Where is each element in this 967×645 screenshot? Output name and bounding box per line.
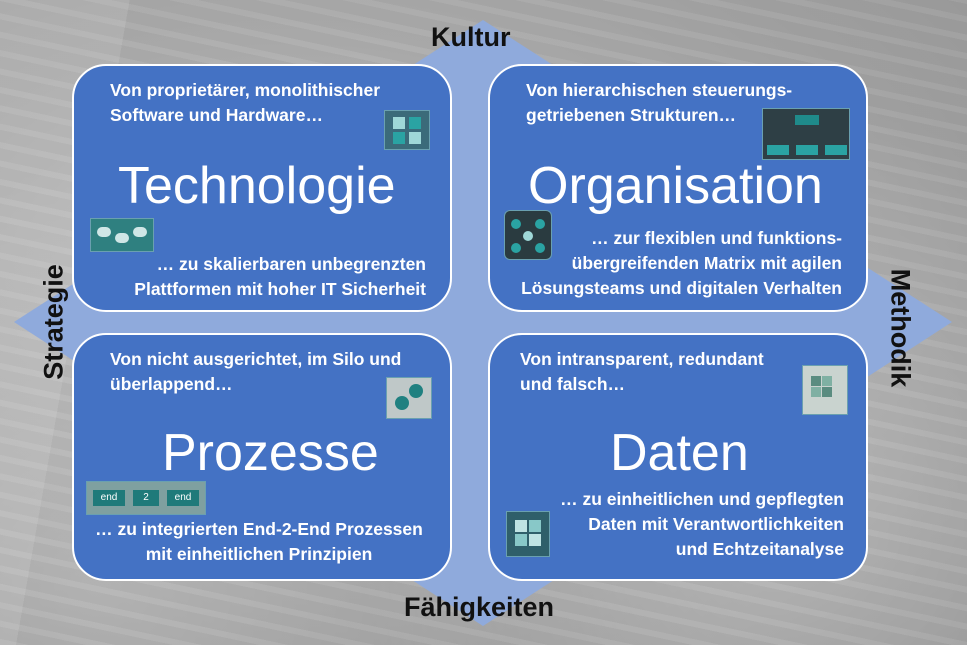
daten-from-text: Von intransparent, redundant und falsch… <box>520 347 764 397</box>
technologie-to-line-2: Plattformen mit hoher IT Sicherheit <box>134 279 426 299</box>
prozesse-from-text: Von nicht ausgerichtet, im Silo und über… <box>110 347 401 397</box>
prozesse-from-line-1: Von nicht ausgerichtet, im Silo und <box>110 349 402 369</box>
quadrant-prozesse: Von nicht ausgerichtet, im Silo und über… <box>72 333 452 581</box>
technologie-from-text: Von proprietärer, monolithischer Softwar… <box>110 78 380 128</box>
quadrant-daten: Von intransparent, redundant und falsch…… <box>488 333 868 581</box>
organisation-to-line-3: Lösungsteams und digitalen Verhalten <box>521 278 842 298</box>
prozesse-to-line-1: … zu integrierten End-2-End Prozessen <box>95 519 423 539</box>
daten-to-text: … zu einheitlichen und gepflegten Daten … <box>530 487 844 562</box>
daten-from-line-2: und falsch… <box>520 374 626 394</box>
quadrant-technologie: Von proprietärer, monolithischer Softwar… <box>72 64 452 312</box>
organisation-to-text: … zur flexiblen und funktions- übergreif… <box>502 226 842 301</box>
flow-step-2: 2 <box>133 490 159 506</box>
organisation-to-line-2: übergreifenden Matrix mit agilen <box>571 253 842 273</box>
technologie-to-text: … zu skalierbaren unbegrenzten Plattform… <box>122 252 426 302</box>
team-network-icon <box>504 210 552 260</box>
daten-from-line-1: Von intransparent, redundant <box>520 349 764 369</box>
end-2-end-flow-icon: end 2 end <box>86 481 206 515</box>
technologie-title: Technologie <box>118 157 396 215</box>
data-cube-icon <box>802 365 848 415</box>
daten-to-line-3: und Echtzeitanalyse <box>675 539 844 559</box>
cloud-platform-icon <box>90 218 154 252</box>
organisation-from-line-2: getriebenen Strukturen… <box>526 105 737 125</box>
org-chart-icon <box>762 108 850 160</box>
daten-to-line-2: Daten mit Verantwortlichkeiten <box>588 514 844 534</box>
hardware-chip-icon <box>384 110 430 150</box>
technologie-from-line-2: Software und Hardware… <box>110 105 323 125</box>
organisation-from-text: Von hierarchischen steuerungs- getrieben… <box>526 78 792 128</box>
quadrant-organisation: Von hierarchischen steuerungs- getrieben… <box>488 64 868 312</box>
flow-step-end: end <box>167 490 199 506</box>
prozesse-to-line-2: mit einheitlichen Prinzipien <box>145 544 373 564</box>
analytics-cube-icon <box>506 511 550 557</box>
daten-title: Daten <box>610 424 749 482</box>
technologie-from-line-1: Von proprietärer, monolithischer <box>110 80 381 100</box>
axis-label-strategie: Strategie <box>38 264 69 380</box>
daten-to-line-1: … zu einheitlichen und gepflegten <box>560 489 844 509</box>
prozesse-from-line-2: überlappend… <box>110 374 233 394</box>
prozesse-title: Prozesse <box>162 424 379 482</box>
organisation-from-line-1: Von hierarchischen steuerungs- <box>526 80 793 100</box>
axis-label-faehigkeiten: Fähigkeiten <box>404 592 555 622</box>
technologie-to-line-1: … zu skalierbaren unbegrenzten <box>156 254 426 274</box>
organisation-to-line-1: … zur flexiblen und funktions- <box>591 228 842 248</box>
prozesse-to-text: … zu integrierten End-2-End Prozessen mi… <box>86 517 432 567</box>
axis-label-methodik: Methodik <box>885 268 916 388</box>
gears-icon <box>386 377 432 419</box>
flow-step-end: end <box>93 490 125 506</box>
organisation-title: Organisation <box>528 157 823 215</box>
axis-label-kultur: Kultur <box>431 22 511 52</box>
